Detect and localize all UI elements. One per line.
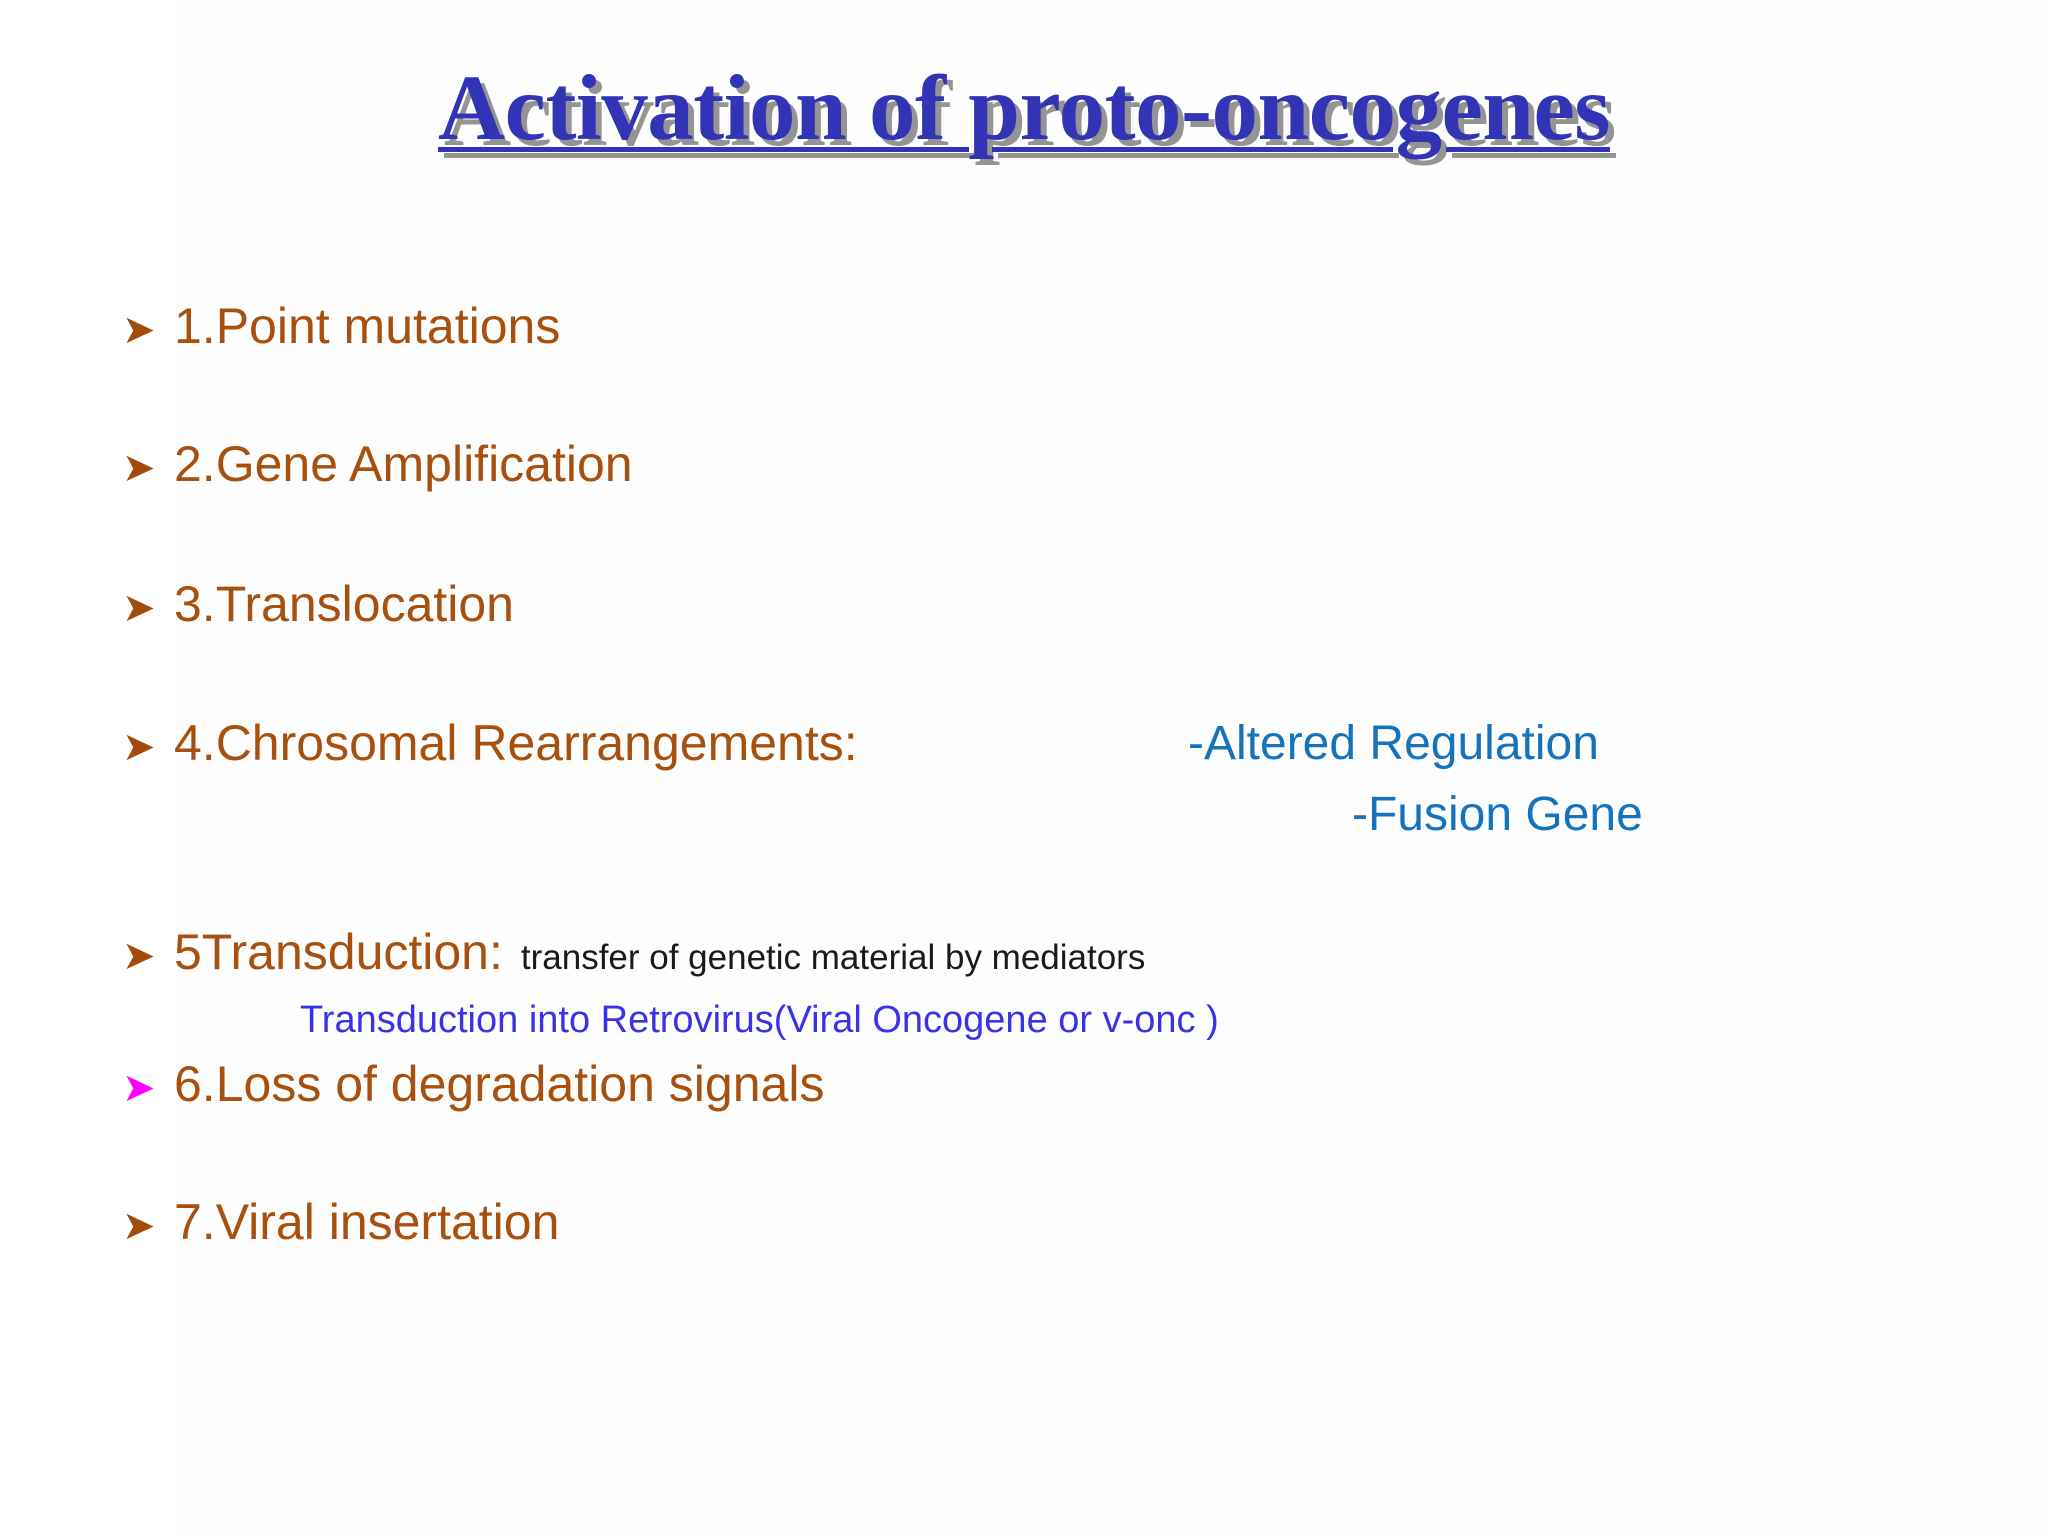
- arrow-bullet-icon: ➤: [122, 445, 156, 491]
- arrow-bullet-icon: ➤: [122, 724, 156, 770]
- list-item-label: 2.Gene Amplification: [174, 436, 633, 492]
- altered-regulation-note: -Altered Regulation: [1188, 717, 1599, 770]
- arrow-bullet-icon: ➤: [122, 1065, 156, 1111]
- list-item[interactable]: ➤ 5Transduction: transfer of genetic mat…: [122, 926, 1145, 979]
- retrovirus-note: Transduction into Retrovirus(Viral Oncog…: [300, 999, 1219, 1041]
- list-item-label: 3.Translocation: [174, 576, 514, 632]
- fusion-gene-note: -Fusion Gene: [1352, 788, 1643, 841]
- arrow-bullet-icon: ➤: [122, 585, 156, 631]
- title-block: Activation of proto-oncogenes: [0, 57, 2048, 160]
- list-item-label: 4.Chrosomal Rearrangements:: [174, 715, 858, 771]
- list-item-label: 5Transduction:: [174, 924, 503, 980]
- list-item[interactable]: ➤ 3.Translocation: [122, 578, 514, 631]
- list-item-label: 1.Point mutations: [174, 298, 561, 354]
- list-item[interactable]: ➤ 1.Point mutations: [122, 300, 560, 353]
- list-item-label: 6.Loss of degradation signals: [174, 1056, 825, 1112]
- list-item[interactable]: ➤ 2.Gene Amplification: [122, 438, 633, 491]
- list-item[interactable]: ➤ 6.Loss of degradation signals: [122, 1058, 824, 1111]
- transduction-detail-text: transfer of genetic material by mediator…: [520, 938, 1146, 977]
- list-item-label: 7.Viral insertation: [174, 1194, 560, 1250]
- list-item[interactable]: ➤ 4.Chrosomal Rearrangements:: [122, 717, 858, 770]
- arrow-bullet-icon: ➤: [122, 933, 156, 979]
- arrow-bullet-icon: ➤: [122, 307, 156, 353]
- list-item[interactable]: ➤ 7.Viral insertation: [122, 1196, 559, 1249]
- arrow-bullet-icon: ➤: [122, 1203, 156, 1249]
- page-title: Activation of proto-oncogenes: [438, 57, 1610, 160]
